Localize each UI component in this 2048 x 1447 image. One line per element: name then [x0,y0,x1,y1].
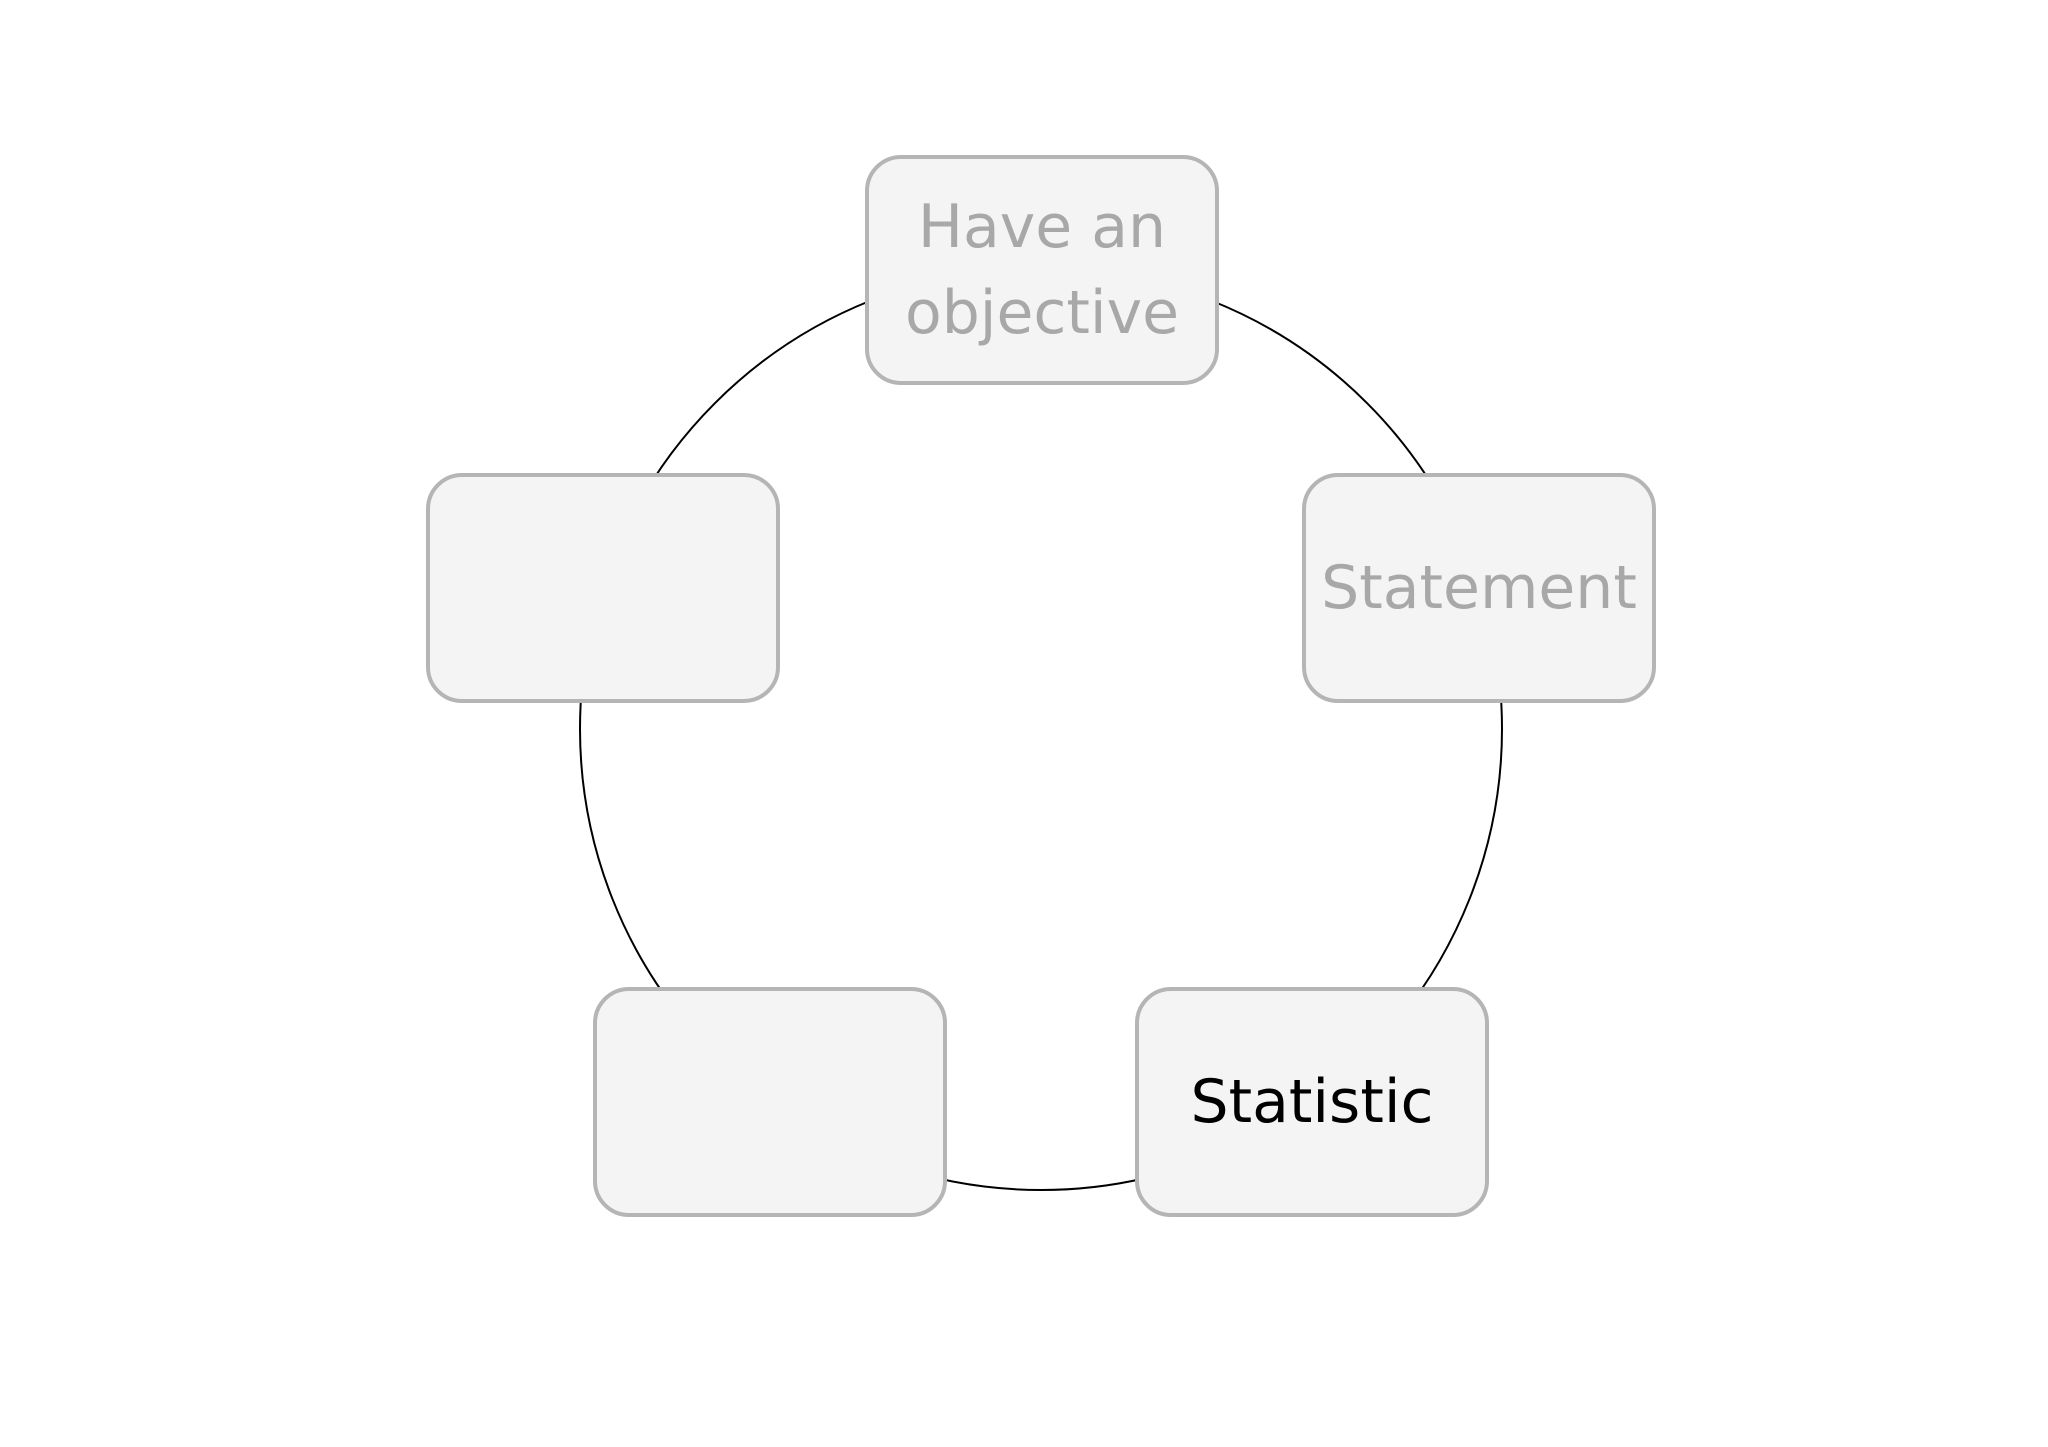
cycle-node-empty-bottom-left[interactable] [593,987,947,1217]
cycle-node-statement[interactable]: Statement [1302,473,1656,703]
cycle-node-have-an-objective[interactable]: Have an objective [865,155,1219,385]
cycle-node-empty-left[interactable] [426,473,780,703]
cycle-node-label: Statistic [1190,1067,1434,1137]
cycle-node-label: Statement [1321,553,1637,623]
cycle-node-statistic[interactable]: Statistic [1135,987,1489,1217]
cycle-node-label: Have an objective [905,192,1179,348]
